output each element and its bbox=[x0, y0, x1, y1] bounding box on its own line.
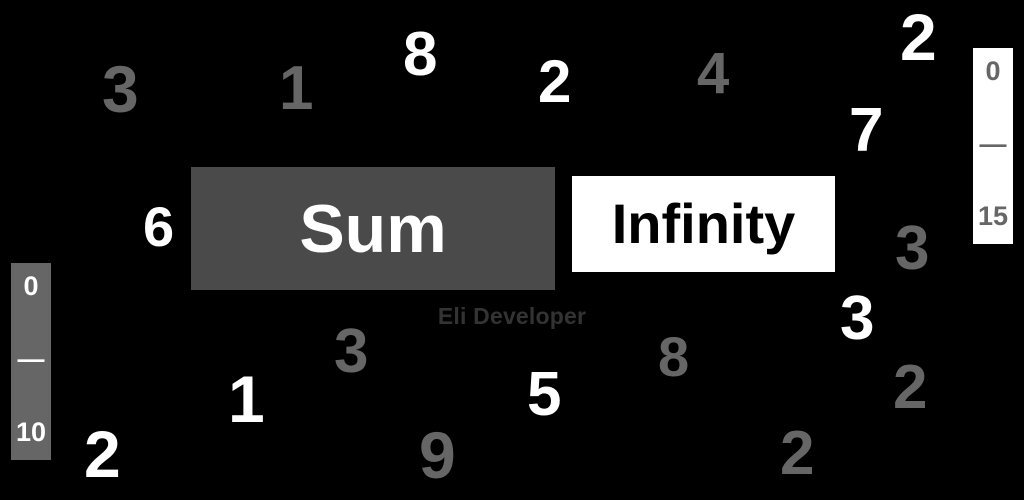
background-digit: 2 bbox=[780, 419, 815, 488]
background-digit: 7 bbox=[849, 96, 884, 165]
background-digit: 2 bbox=[538, 48, 572, 115]
left-range-min: 0 bbox=[23, 271, 39, 301]
sum-button-label: Sum bbox=[299, 190, 447, 267]
right-range-min: 0 bbox=[985, 56, 1001, 86]
left-range-panel[interactable]: 0 — 10 bbox=[11, 263, 51, 460]
right-range-max: 15 bbox=[977, 201, 1009, 231]
left-range-dash: — bbox=[17, 344, 45, 374]
background-digit: 6 bbox=[143, 195, 175, 258]
left-range-max: 10 bbox=[15, 417, 47, 447]
background-digit: 3 bbox=[840, 284, 875, 353]
background-digit: 2 bbox=[84, 417, 121, 491]
background-digit: 3 bbox=[102, 52, 139, 126]
background-digit: 1 bbox=[279, 54, 314, 123]
background-digit: 3 bbox=[895, 214, 930, 283]
sum-button[interactable]: Sum bbox=[191, 167, 555, 290]
background-digit: 1 bbox=[228, 362, 265, 436]
background-digit: 4 bbox=[697, 41, 730, 106]
background-digit: 8 bbox=[403, 20, 438, 89]
background-digit: 9 bbox=[419, 418, 456, 492]
background-digit: 2 bbox=[893, 353, 928, 422]
background-digit: 3 bbox=[334, 317, 369, 386]
right-range-dash: — bbox=[979, 128, 1007, 159]
background-digit: 2 bbox=[900, 0, 937, 74]
infinity-button[interactable]: Infinity bbox=[572, 176, 835, 272]
infinity-button-label: Infinity bbox=[611, 192, 796, 255]
right-range-panel[interactable]: 0 — 15 bbox=[973, 48, 1013, 244]
developer-credit: Eli Developer bbox=[437, 303, 587, 329]
background-digit: 5 bbox=[527, 360, 562, 429]
background-digit: 8 bbox=[658, 325, 690, 388]
